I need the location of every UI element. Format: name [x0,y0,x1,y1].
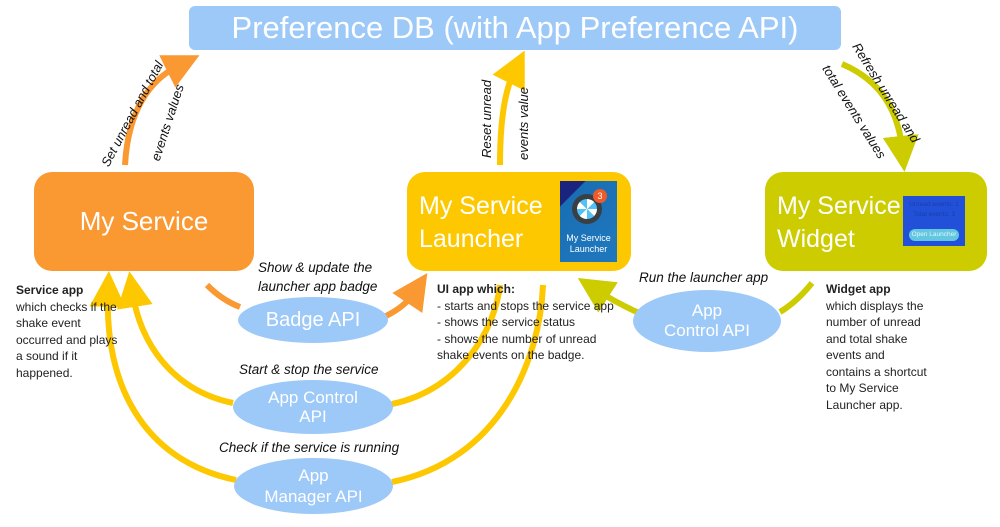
app-control-service-caption: Start & stop the service [239,362,379,377]
app-manager-caption: Check if the service is running [219,440,400,455]
launcher-icon-label: My Service Launcher [566,233,611,254]
arrow-launcher-to-appcontrol [391,284,503,407]
widget-description: Widget app which displays the number of … [826,282,927,412]
launcher-description: UI app which: - starts and stops the ser… [437,282,614,362]
badge-api-ellipse: Badge API [238,297,388,343]
db-arrow-launcher-label-2: events value [516,87,531,160]
arrow-launcher-to-appmanager [391,284,546,485]
my-service-launcher-box: My Service Launcher 3 My Service Launche… [407,172,631,271]
service-description: Service app which checks if the shake ev… [16,283,118,380]
arrow-db-to-widget [840,61,919,172]
db-arrow-launcher-label: Reset unread [479,79,494,158]
widget-total-text: Total events: 3 [913,211,955,218]
arrow-widget-to-appcontrol [778,281,815,315]
arrow-service-to-db [122,55,200,166]
app-manager-api-ellipse: App Manager API [234,458,393,514]
widget-preview: Unread events: 1 Total events: 3 Open La… [903,196,965,246]
arrow-appcontrol-to-service [117,271,234,406]
app-control-api-launcher-ellipse: App Control API [633,290,781,352]
badge-api-caption: Show & update the launcher app badge [258,260,378,294]
widget-unread-text: Unread events: 1 [909,201,959,208]
arrow-service-to-badge [204,282,242,310]
open-launcher-button[interactable]: Open Launcher [909,229,959,241]
app-control-api-service-ellipse: App Control API [233,380,393,434]
my-service-widget-box: My Service Widget Unread events: 1 Total… [765,172,987,271]
arrow-launcher-to-db [492,50,525,166]
app-control-launcher-caption: Run the launcher app [639,270,769,285]
launcher-title: My Service Launcher [419,192,543,253]
my-service-box: My Service [34,172,254,271]
widget-title: My Service Widget [777,192,901,253]
my-service-title: My Service [79,206,209,236]
badge-count: 3 [593,189,607,203]
arrow-appmanager-to-service [89,271,237,483]
preference-db-bar: Preference DB (with App Preference API) [189,6,841,50]
arrow-badge-to-launcher [384,273,428,319]
launcher-app-icon: 3 My Service Launcher [560,181,617,262]
